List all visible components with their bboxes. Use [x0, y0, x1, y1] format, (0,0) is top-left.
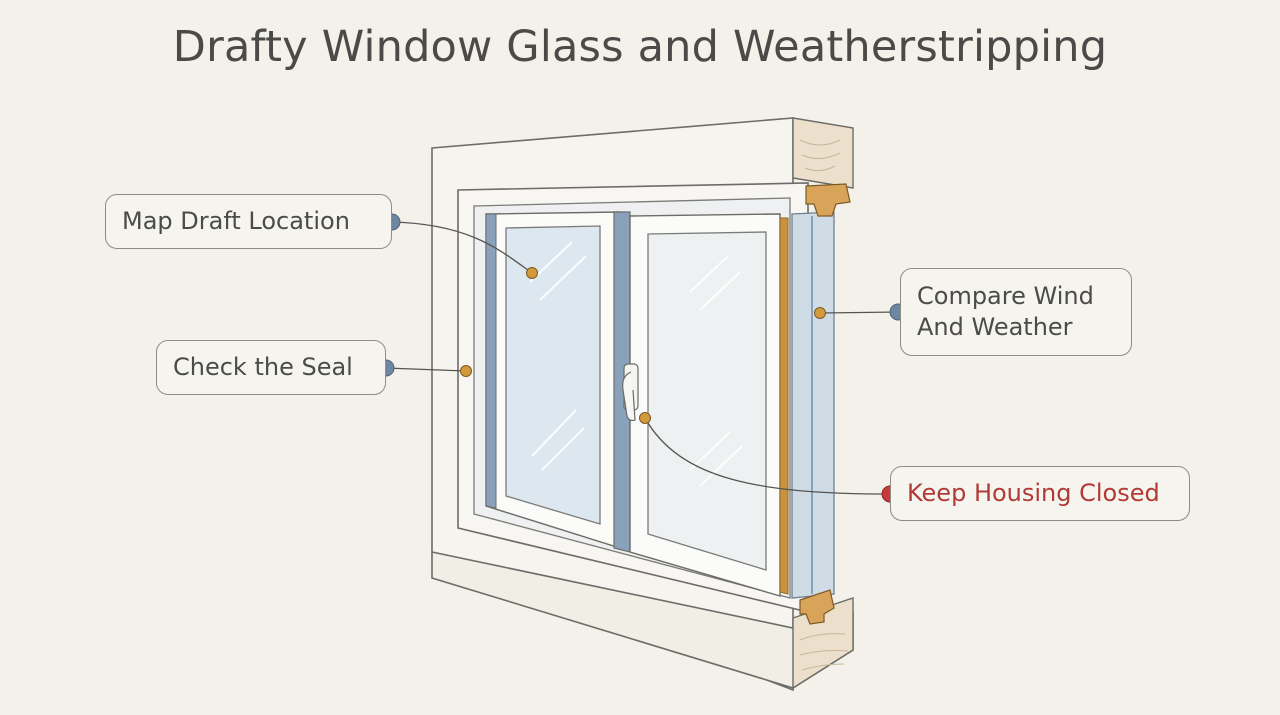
wood-grain-sill — [799, 633, 849, 671]
callout-label-line1: Compare Wind — [917, 281, 1094, 310]
target-dot-check-seal — [460, 365, 472, 377]
glass-reflection-right — [689, 255, 743, 487]
right-glass — [647, 231, 767, 571]
leader-check-seal — [385, 367, 467, 372]
weatherstrip-strip — [779, 217, 789, 595]
callout-keep-housing-closed: Keep Housing Closed — [890, 466, 1190, 521]
leader-compare-wind — [819, 311, 899, 314]
callout-label-line2: And Weather — [917, 313, 1073, 341]
callout-label: Map Draft Location — [122, 206, 350, 235]
left-sash-blue-edge — [485, 213, 497, 509]
left-glass — [505, 225, 601, 525]
wood-grain-top — [799, 139, 841, 172]
leader-map-draft — [391, 221, 533, 274]
target-dot-compare-wind — [814, 307, 826, 319]
glass-reflection-left — [529, 241, 587, 471]
callout-map-draft-location: Map Draft Location — [105, 194, 392, 249]
bottom-gasket — [799, 589, 835, 625]
callout-check-the-seal: Check the Seal — [156, 340, 386, 395]
callout-compare-wind-and-weather: Compare Wind And Weather — [900, 268, 1132, 356]
casing-top-face — [792, 117, 854, 189]
callout-label: Check the Seal — [173, 352, 353, 381]
window-handle-lever — [622, 371, 636, 422]
target-dot-keep-housing — [639, 412, 651, 424]
callout-label: Keep Housing Closed — [907, 478, 1160, 507]
target-dot-map-draft — [526, 267, 538, 279]
top-gasket — [805, 183, 851, 217]
leader-keep-housing — [644, 417, 891, 495]
page-title: Drafty Window Glass and Weatherstripping — [172, 22, 1108, 72]
